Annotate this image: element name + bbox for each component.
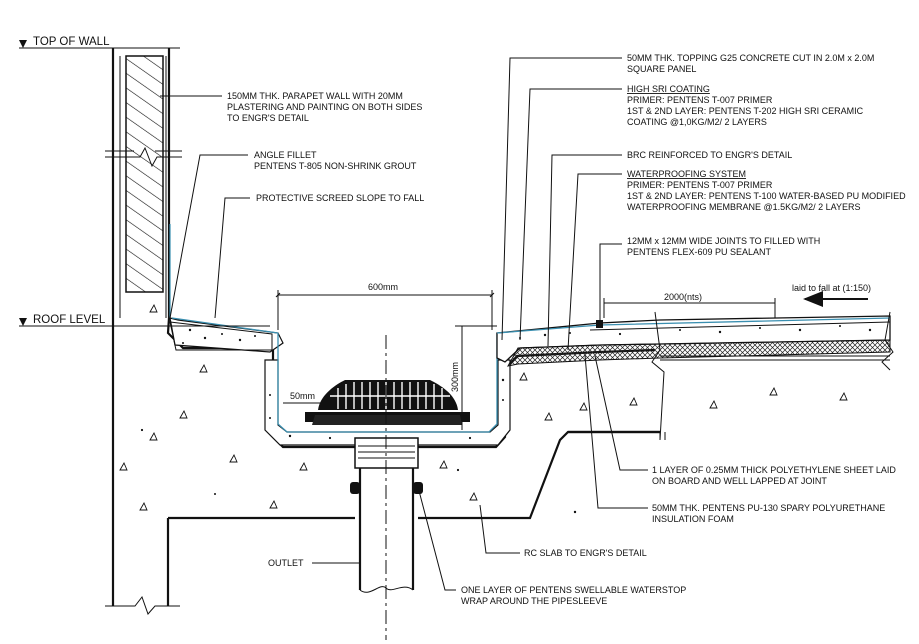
pu-sealant-joint (596, 320, 603, 328)
note-joints: 12MM x 12MM WIDE JOINTS TO FILLED WITH P… (627, 236, 820, 257)
leader-lines (160, 57, 648, 591)
top-of-wall-label: TOP OF WALL (33, 36, 110, 48)
roof-level-marker: ROOF LEVEL (19, 314, 270, 327)
dim-600-label: 600mm (368, 282, 398, 292)
break-line-right (651, 311, 665, 441)
dimension-2000: 2000(nts) (603, 292, 776, 318)
note-poly-line-2: ON BOARD AND WELL LAPPED AT JOINT (652, 476, 827, 486)
note-joints-line-1: 12MM x 12MM WIDE JOINTS TO FILLED WITH (627, 236, 820, 246)
dimension-50: 50mm (283, 391, 324, 404)
note-sri-coating: HIGH SRI COATING PRIMER: PENTENS T-007 P… (627, 84, 864, 127)
insulation-foam-layer (507, 339, 891, 367)
note-parapet-line-2: PLASTERING AND PAINTING ON BOTH SIDES (227, 102, 422, 112)
note-insulation: 50MM THK. PENTENS PU-130 SPARY POLYURETH… (652, 503, 885, 524)
note-insulation-line-1: 50MM THK. PENTENS PU-130 SPARY POLYURETH… (652, 503, 885, 513)
note-brc: BRC REINFORCED TO ENGR'S DETAIL (627, 150, 792, 160)
roof-level-label: ROOF LEVEL (33, 314, 106, 326)
note-sri-line-1: PRIMER: PENTENS T-007 PRIMER (627, 95, 773, 105)
note-sri-line-3: COATING @1,0KG/M2/ 2 LAYERS (627, 117, 767, 127)
note-insulation-line-2: INSULATION FOAM (652, 514, 734, 524)
note-wp-title: WATERPROOFING SYSTEM (627, 169, 746, 179)
note-waterstop-line-2: WRAP AROUND THE PIPESLEEVE (461, 596, 607, 606)
note-sri-title: HIGH SRI COATING (627, 84, 710, 94)
note-topping-line-1: 50MM THK. TOPPING G25 CONCRETE CUT IN 2.… (627, 53, 874, 63)
note-parapet: 150MM THK. PARAPET WALL WITH 20MM PLASTE… (227, 91, 422, 123)
concrete-triangles (119, 303, 848, 511)
note-wp-line-3: WATERPROOFING MEMBRANE @1.5KG/M2/ 2 LAYE… (627, 202, 861, 212)
note-joints-line-2: PENTENS FLEX-609 PU SEALANT (627, 247, 772, 257)
note-parapet-line-1: 150MM THK. PARAPET WALL WITH 20MM (227, 91, 403, 101)
note-wp-line-2: 1ST & 2ND LAYER: PENTENS T-100 WATER-BAS… (627, 191, 906, 201)
note-topping: 50MM THK. TOPPING G25 CONCRETE CUT IN 2.… (627, 53, 874, 74)
note-brc-line-1: BRC REINFORCED TO ENGR'S DETAIL (627, 150, 792, 160)
dimension-300: 300mm (450, 325, 497, 430)
waterstop-left (350, 482, 360, 494)
note-screed-line-1: PROTECTIVE SCREED SLOPE TO FALL (256, 193, 424, 203)
note-rc-slab: RC SLAB TO ENGR'S DETAIL (524, 548, 647, 558)
dim-50-label: 50mm (290, 391, 315, 401)
note-fillet-line-1: ANGLE FILLET (254, 150, 317, 160)
note-sri-line-2: 1ST & 2ND LAYER: PENTENS T-202 HIGH SRI … (627, 106, 864, 116)
break-line-bottom (105, 595, 180, 615)
note-outlet: OUTLET (268, 558, 304, 568)
fall-label: laid to fall at (1:150) (792, 283, 871, 293)
note-waterstop-line-1: ONE LAYER OF PENTENS SWELLABLE WATERSTOP (461, 585, 686, 595)
top-of-wall-marker: TOP OF WALL (19, 36, 180, 49)
note-polyethylene: 1 LAYER OF 0.25MM THICK POLYETHYLENE SHE… (652, 465, 896, 486)
note-outlet-label: OUTLET (268, 558, 304, 568)
dim-300-label: 300mm (450, 362, 460, 392)
break-line-top (105, 146, 182, 168)
note-waterproofing: WATERPROOFING SYSTEM PRIMER: PENTENS T-0… (627, 169, 906, 212)
note-fillet: ANGLE FILLET PENTENS T-805 NON-SHRINK GR… (254, 150, 417, 171)
parapet-wall-hatch (125, 55, 164, 293)
note-fillet-line-2: PENTENS T-805 NON-SHRINK GROUT (254, 161, 417, 171)
fall-arrow: laid to fall at (1:150) (792, 283, 871, 307)
note-waterstop: ONE LAYER OF PENTENS SWELLABLE WATERSTOP… (461, 585, 686, 606)
note-topping-line-2: SQUARE PANEL (627, 64, 696, 74)
note-rc-slab-line-1: RC SLAB TO ENGR'S DETAIL (524, 548, 647, 558)
note-screed: PROTECTIVE SCREED SLOPE TO FALL (256, 193, 424, 203)
note-poly-line-1: 1 LAYER OF 0.25MM THICK POLYETHYLENE SHE… (652, 465, 896, 475)
note-parapet-line-3: TO ENGR'S DETAIL (227, 113, 309, 123)
roof-drain-grating (305, 380, 470, 425)
dim-2000-label: 2000(nts) (664, 292, 702, 302)
membrane-line-sump (277, 333, 498, 433)
dimension-600: 600mm (275, 282, 495, 330)
concrete-aggregate (140, 325, 872, 514)
note-wp-line-1: PRIMER: PENTENS T-007 PRIMER (627, 180, 773, 190)
